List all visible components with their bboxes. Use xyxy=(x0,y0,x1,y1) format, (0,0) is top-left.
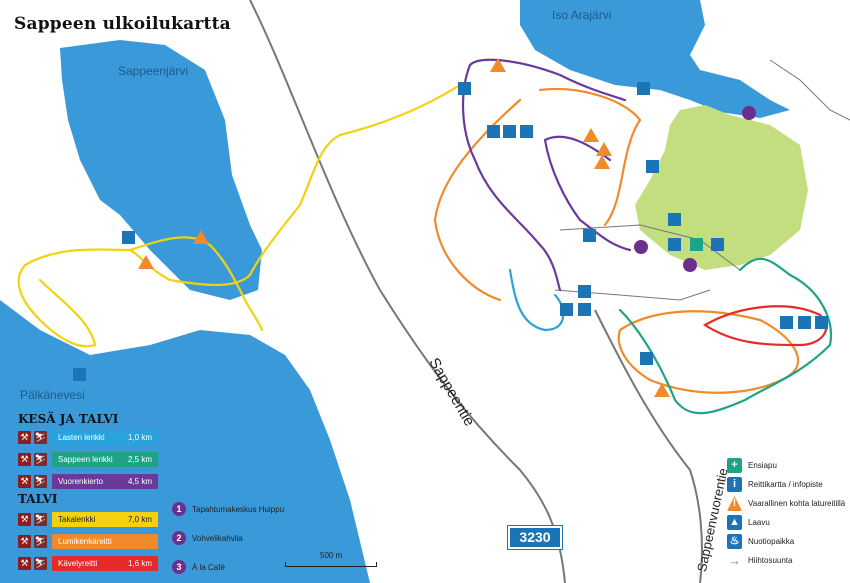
poi-label: À la Café xyxy=(192,563,225,572)
route-distance: 2,5 km xyxy=(127,455,152,464)
shelter-icon: ▲ xyxy=(727,515,742,530)
route-name: Lumikenkäreitti xyxy=(58,537,112,546)
info-icon xyxy=(458,82,471,95)
map-markers xyxy=(73,58,828,397)
poi-label: Vohvelikahvila xyxy=(192,534,243,543)
campfire-icon xyxy=(668,213,681,226)
legend-route-2: Vuorenkierto 4,5 km xyxy=(52,474,158,489)
trail-vuorenkierto xyxy=(461,58,632,292)
walk-icon: ⚒ xyxy=(18,513,31,526)
route-name: Takalenkki xyxy=(58,515,96,524)
info-icon: i xyxy=(727,477,742,492)
info-icon xyxy=(122,231,135,244)
lake-label-iso-arajarvi: Iso Arajärvi xyxy=(552,8,612,22)
legend-route-2: Kävelyreitti 1,6 km xyxy=(52,556,158,571)
trail-kavely xyxy=(702,305,828,347)
route-distance: 1,6 km xyxy=(127,559,152,568)
poi-number-3: 3 xyxy=(172,560,186,574)
campfire-icon xyxy=(560,303,573,316)
info-icon xyxy=(73,368,86,381)
trail-sappeen xyxy=(618,257,833,415)
scale-bar xyxy=(285,562,377,567)
symbol-label: Vaarallinen kohta latureitillä xyxy=(748,499,846,508)
warning-icon xyxy=(138,255,154,269)
symbol-label: Reittikartta / infopiste xyxy=(748,480,823,489)
poi-number-2: 2 xyxy=(172,531,186,545)
campfire-icon: ♨ xyxy=(727,534,742,549)
route-name: Vuorenkierto xyxy=(58,477,104,486)
warning-icon xyxy=(596,142,612,156)
warning-icon xyxy=(654,383,670,397)
ski-icon: ⛷ xyxy=(34,453,47,466)
route-name: Lasten lenkki xyxy=(58,433,105,442)
first-aid-icon: + xyxy=(727,458,742,473)
campfire-icon xyxy=(503,125,516,138)
campfire-icon xyxy=(668,238,681,251)
ski-icon: ⛷ xyxy=(34,475,47,488)
ski-slope-area xyxy=(635,105,808,270)
symbol-label: Nuotiopaikka xyxy=(748,537,795,546)
ski-icon: ⛷ xyxy=(34,557,47,570)
info-icon xyxy=(640,352,653,365)
info-icon xyxy=(711,238,724,251)
poi-label: Tapahtumakeskus Huippu xyxy=(192,505,285,514)
info-icon xyxy=(583,229,596,242)
lake-label-palkanevesi: Pälkänevesi xyxy=(20,388,85,402)
lake-label-sappeenjarvi: Sappeenjärvi xyxy=(118,64,189,78)
map-title: Sappeen ulkoilukartta xyxy=(14,14,231,34)
poi-marker-1 xyxy=(683,258,697,272)
ski-icon: ⛷ xyxy=(34,513,47,526)
ski-icon: ⛷ xyxy=(34,535,47,548)
route-distance: 4,5 km xyxy=(127,477,152,486)
legend-route-1: Lumikenkäreitti xyxy=(52,534,158,549)
walk-icon: ⚒ xyxy=(18,475,31,488)
legend-route-0: Takalenkki 7,0 km xyxy=(52,512,158,527)
legend-heading-all-seasons: KESÄ JA TALVI xyxy=(18,412,119,426)
info-icon xyxy=(637,82,650,95)
legend-route-1: Sappeen lenkki 2,5 km xyxy=(52,452,158,467)
walk-icon: ⚒ xyxy=(18,535,31,548)
symbol-label: Laavu xyxy=(748,518,770,527)
route-distance: 7,0 km xyxy=(127,515,152,524)
walk-icon: ⚒ xyxy=(18,431,31,444)
legend-route-0: Lasten lenkki 1,0 km xyxy=(52,430,158,445)
scale-label: 500 m xyxy=(320,551,343,560)
shelter-icon xyxy=(487,125,500,138)
route-name: Sappeen lenkki xyxy=(58,455,113,464)
warning-icon xyxy=(490,58,506,72)
route-distance: 1,0 km xyxy=(127,433,152,442)
route-name: Kävelyreitti xyxy=(58,559,98,568)
poi-marker-3 xyxy=(742,106,756,120)
trail-takalenkki xyxy=(17,83,462,348)
road-number-badge: 3230 xyxy=(508,526,562,549)
arrow-icon: → xyxy=(728,553,741,568)
warning-icon xyxy=(583,128,599,142)
water-areas xyxy=(0,0,790,583)
poi-marker-2 xyxy=(634,240,648,254)
shelter-icon xyxy=(780,316,793,329)
info-icon xyxy=(646,160,659,173)
shelter-icon xyxy=(815,316,828,329)
symbol-label: Ensiapu xyxy=(748,461,777,470)
walk-icon: ⚒ xyxy=(18,453,31,466)
shelter-icon xyxy=(520,125,533,138)
trail-lasten xyxy=(508,268,565,332)
ski-icon: ⛷ xyxy=(34,431,47,444)
warning-icon xyxy=(594,155,610,169)
walk-icon: ⚒ xyxy=(18,557,31,570)
warning-icon xyxy=(193,230,209,244)
info-icon xyxy=(578,303,591,316)
poi-number-1: 1 xyxy=(172,502,186,516)
first-aid-icon xyxy=(690,238,703,251)
campfire-icon xyxy=(798,316,811,329)
symbol-label: Hiihtosuunta xyxy=(748,556,793,565)
legend-heading-winter: TALVI xyxy=(18,492,58,506)
shelter-icon xyxy=(578,285,591,298)
